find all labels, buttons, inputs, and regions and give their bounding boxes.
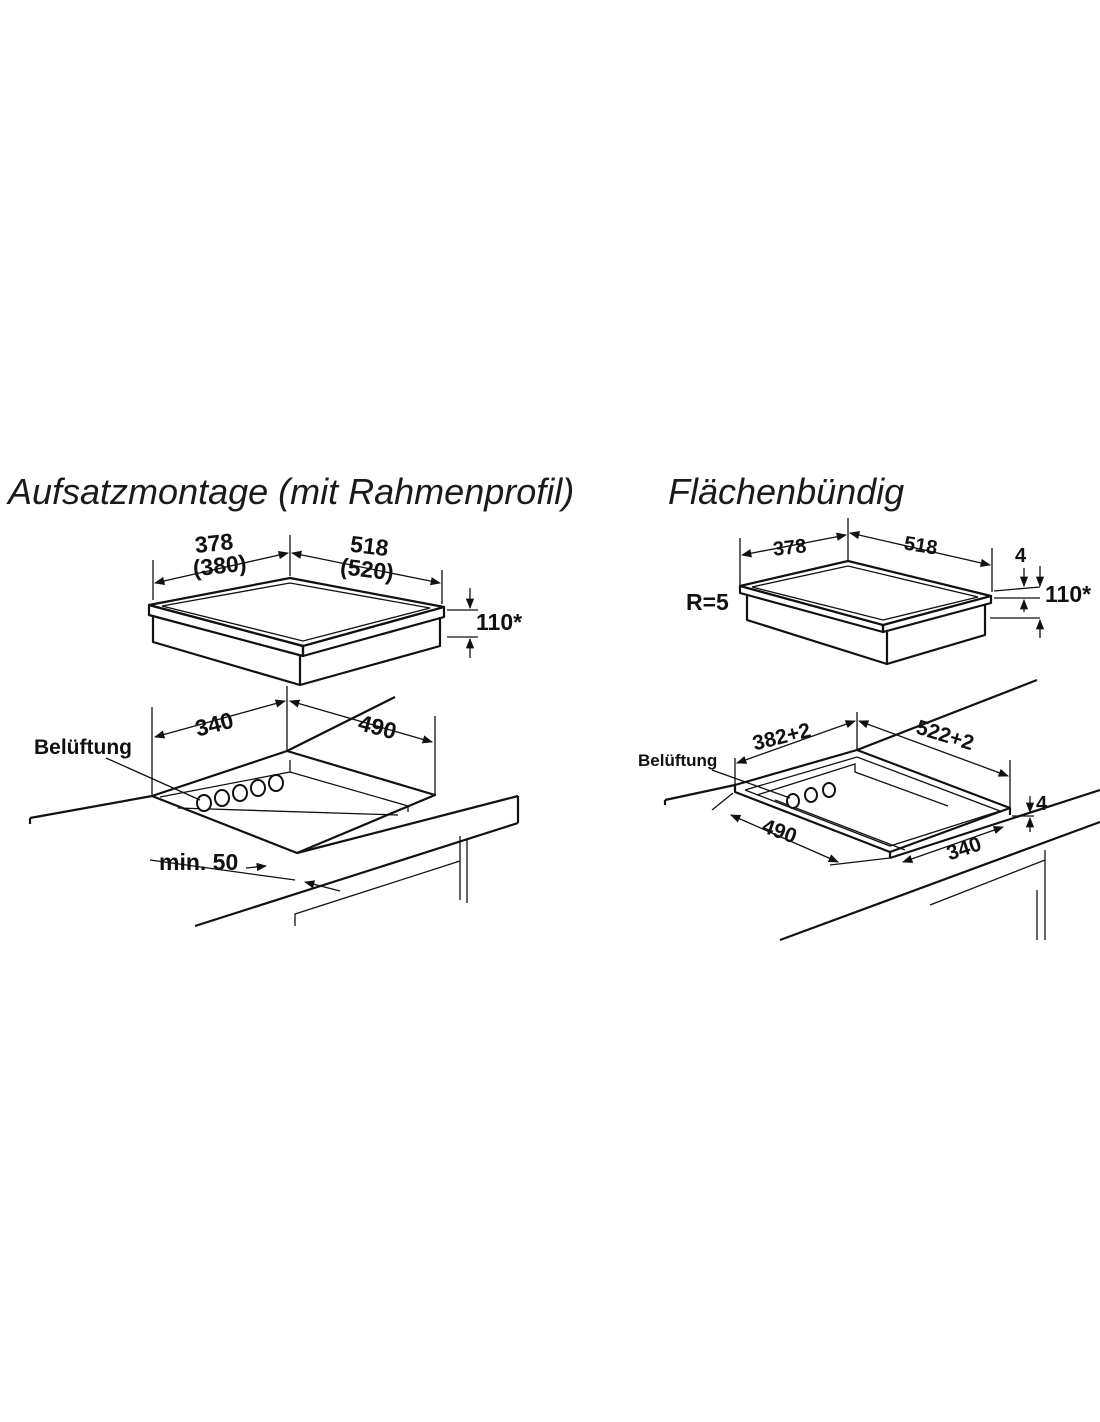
left-ventilation-leader — [105, 757, 201, 801]
dim-arrow-min-left — [245, 862, 268, 872]
left-hob-drawing — [147, 535, 478, 687]
dim-arrow-rebate-width — [736, 720, 856, 764]
right-panel-title: Flächenbündig — [668, 471, 904, 512]
left-width-dim: 378 — [194, 528, 235, 558]
left-depth-dim: 518 — [349, 531, 390, 562]
dim-arrow-depth-right — [848, 531, 992, 567]
right-rebate-width: 382+2 — [750, 719, 813, 756]
left-min-distance: min. 50 — [159, 849, 238, 875]
dim-arrow-rebate-depth — [858, 720, 1009, 777]
right-ventilation-leader — [711, 769, 791, 799]
left-countertop-drawing — [28, 686, 520, 928]
right-cutout-width: 340 — [944, 833, 984, 866]
right-height-dim: 110* — [1045, 581, 1091, 607]
dim-arrow-depth — [290, 550, 442, 586]
dim-arrow-cutout-depth — [289, 699, 433, 744]
right-step-dim: 4 — [1015, 545, 1027, 567]
left-depth-dim-alt: (520) — [339, 553, 395, 585]
right-ventilation-label: Belüftung — [638, 751, 717, 770]
right-hob-drawing — [738, 518, 1041, 666]
right-countertop-drawing — [663, 678, 1100, 942]
left-ventilation-label: Belüftung — [34, 736, 132, 759]
dim-arrow-width-right — [740, 532, 848, 558]
dim-arrow-cutout-width — [153, 699, 287, 739]
right-depth-dim: 518 — [902, 533, 938, 560]
right-rebate-step: 4 — [1036, 793, 1048, 815]
left-ventilation-holes — [196, 774, 284, 812]
right-rebate-depth: 522+2 — [913, 716, 976, 755]
right-width-dim: 378 — [772, 535, 807, 560]
left-cutout-depth: 490 — [356, 709, 400, 744]
left-panel-title: Aufsatzmontage (mit Rahmenprofil) — [6, 471, 574, 512]
right-radius: R=5 — [686, 589, 729, 615]
dim-arrow-min-right — [303, 880, 341, 892]
left-width-dim-alt: (380) — [192, 550, 248, 581]
right-cutout-depth: 490 — [759, 815, 800, 849]
dim-arrow-cutout-depth-right — [730, 814, 839, 863]
left-cutout-width: 340 — [192, 707, 236, 742]
right-ventilation-holes — [786, 782, 836, 809]
left-height-dim: 110* — [476, 609, 522, 635]
dim-arrow-width — [153, 551, 290, 585]
dim-arrow-cutout-width-right — [902, 826, 1004, 863]
